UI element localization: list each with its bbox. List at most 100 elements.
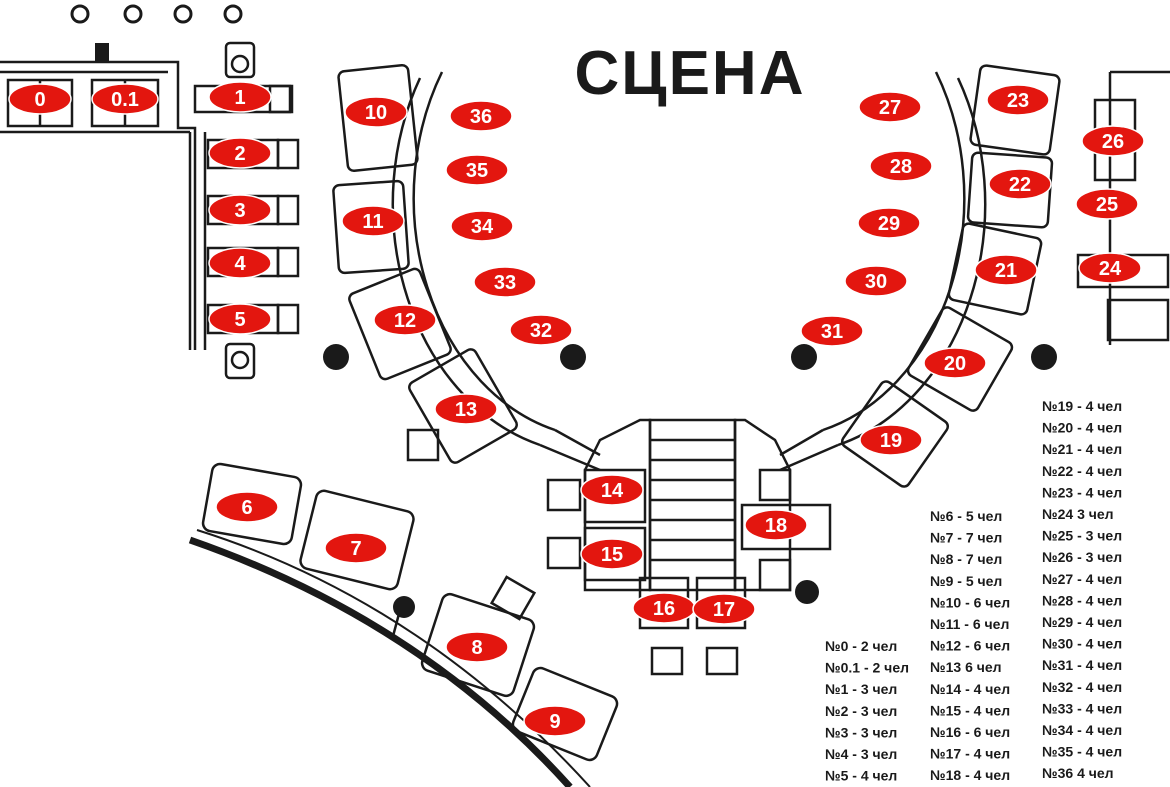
legend-entry: №24 3 чел: [1042, 506, 1114, 522]
table-badge-20[interactable]: 20: [923, 347, 987, 379]
table-badge-shape: [341, 205, 405, 237]
table-badge-28[interactable]: 28: [869, 150, 933, 182]
table-badge-11[interactable]: 11: [341, 205, 405, 237]
table-number: 25: [1096, 194, 1118, 216]
legend-entry: №34 - 4 чел: [1042, 722, 1122, 738]
legend-entry: №0 - 2 чел: [825, 638, 897, 654]
table-number: 5: [234, 309, 245, 331]
table-badge-24[interactable]: 24: [1078, 252, 1142, 284]
table-number: 32: [530, 320, 552, 342]
table-badge-7[interactable]: 7: [324, 532, 388, 564]
table-number: 24: [1099, 258, 1122, 280]
table-badge-1[interactable]: 1: [208, 81, 272, 113]
table-number: 26: [1102, 131, 1124, 153]
legend-entry: №27 - 4 чел: [1042, 571, 1122, 587]
table-number: 27: [879, 97, 901, 119]
legend-entry: №3 - 3 чел: [825, 724, 897, 740]
table-badge-35[interactable]: 35: [445, 154, 509, 186]
legend-entry: №7 - 7 чел: [930, 530, 1002, 546]
legend-entry: №25 - 3 чел: [1042, 528, 1122, 544]
table-badge-shape: [857, 207, 921, 239]
table-badge-30[interactable]: 30: [844, 265, 908, 297]
table-number: 22: [1009, 174, 1031, 196]
legend-entry: №5 - 4 чел: [825, 768, 897, 784]
table-number: 0: [34, 89, 45, 111]
legend-entry: №2 - 3 чел: [825, 703, 897, 719]
table-badge-25[interactable]: 25: [1075, 188, 1139, 220]
table-number: 31: [821, 321, 843, 343]
table-badge-shape: [208, 81, 272, 113]
table-badge-31[interactable]: 31: [800, 315, 864, 347]
table-badge-21[interactable]: 21: [974, 254, 1038, 286]
table-badge-8[interactable]: 8: [445, 631, 509, 663]
legend-entry: №19 - 4 чел: [1042, 398, 1122, 414]
table-badge-36[interactable]: 36: [449, 100, 513, 132]
table-badge-18[interactable]: 18: [744, 509, 808, 541]
legend-entry: №4 - 3 чел: [825, 746, 897, 762]
table-badge-27[interactable]: 27: [858, 91, 922, 123]
legend-entry: №9 - 5 чел: [930, 573, 1002, 589]
legend-entry: №23 - 4 чел: [1042, 484, 1122, 500]
table-badge-5[interactable]: 5: [208, 303, 272, 335]
table-number: 13: [455, 399, 477, 421]
table-badge-26[interactable]: 26: [1081, 125, 1145, 157]
table-badge-shape: [844, 265, 908, 297]
legend-entry: №22 - 4 чел: [1042, 463, 1122, 479]
legend-entry: №17 - 4 чел: [930, 746, 1010, 762]
table-badge-12[interactable]: 12: [373, 304, 437, 336]
table-number: 10: [365, 102, 387, 124]
table-badge-0-1[interactable]: 0.1: [91, 83, 159, 115]
table-badge-shape: [974, 254, 1038, 286]
table-number: 3: [234, 200, 245, 222]
legend-entry: №21 - 4 чел: [1042, 441, 1122, 457]
table-badge-33[interactable]: 33: [473, 266, 537, 298]
table-badge-29[interactable]: 29: [857, 207, 921, 239]
table-badge-9[interactable]: 9: [523, 705, 587, 737]
table-badge-34[interactable]: 34: [450, 210, 514, 242]
pillars: [323, 344, 1057, 618]
table-badge-6[interactable]: 6: [215, 491, 279, 523]
table-badge-shape: [215, 491, 279, 523]
table-badge-shape: [445, 631, 509, 663]
table-badge-shape: [208, 137, 272, 169]
table-number: 36: [470, 106, 492, 128]
table-badge-shape: [8, 83, 72, 115]
table-badge-shape: [692, 593, 756, 625]
legend-entry: №36 4 чел: [1042, 765, 1114, 781]
table-badge-14[interactable]: 14: [580, 474, 644, 506]
table-badge-shape: [344, 96, 408, 128]
table-badge-23[interactable]: 23: [986, 84, 1050, 116]
table-badge-shape: [208, 303, 272, 335]
center-runway: [546, 418, 832, 676]
table-badge-17[interactable]: 17: [692, 593, 756, 625]
lower-left-zone: [188, 462, 619, 787]
legend-entry: №33 - 4 чел: [1042, 700, 1122, 716]
table-badge-16[interactable]: 16: [632, 592, 696, 624]
table-badge-19[interactable]: 19: [859, 424, 923, 456]
table-badge-shape: [434, 393, 498, 425]
table-badge-15[interactable]: 15: [580, 538, 644, 570]
table-badge-shape: [523, 705, 587, 737]
table-badge-shape: [988, 168, 1052, 200]
table-badge-32[interactable]: 32: [509, 314, 573, 346]
legend-entry: №16 - 6 чел: [930, 724, 1010, 740]
legend-entry: №20 - 4 чел: [1042, 420, 1122, 436]
table-badge-22[interactable]: 22: [988, 168, 1052, 200]
table-badge-13[interactable]: 13: [434, 393, 498, 425]
table-number: 4: [234, 253, 246, 275]
table-number: 6: [241, 497, 252, 519]
legend-entry: №11 - 6 чел: [930, 616, 1009, 632]
legend-entry: №8 - 7 чел: [930, 551, 1002, 567]
table-badge-shape: [449, 100, 513, 132]
stage-title: СЦЕНА: [575, 39, 806, 108]
legend-entry: №15 - 4 чел: [930, 702, 1010, 718]
table-badge-0[interactable]: 0: [8, 83, 72, 115]
table-badge-10[interactable]: 10: [344, 96, 408, 128]
table-badge-3[interactable]: 3: [208, 194, 272, 226]
table-badge-shape: [91, 83, 159, 115]
table-badge-2[interactable]: 2: [208, 137, 272, 169]
table-badge-4[interactable]: 4: [208, 247, 272, 279]
legend-entry: №30 - 4 чел: [1042, 636, 1122, 652]
legend-entry: №14 - 4 чел: [930, 681, 1010, 697]
